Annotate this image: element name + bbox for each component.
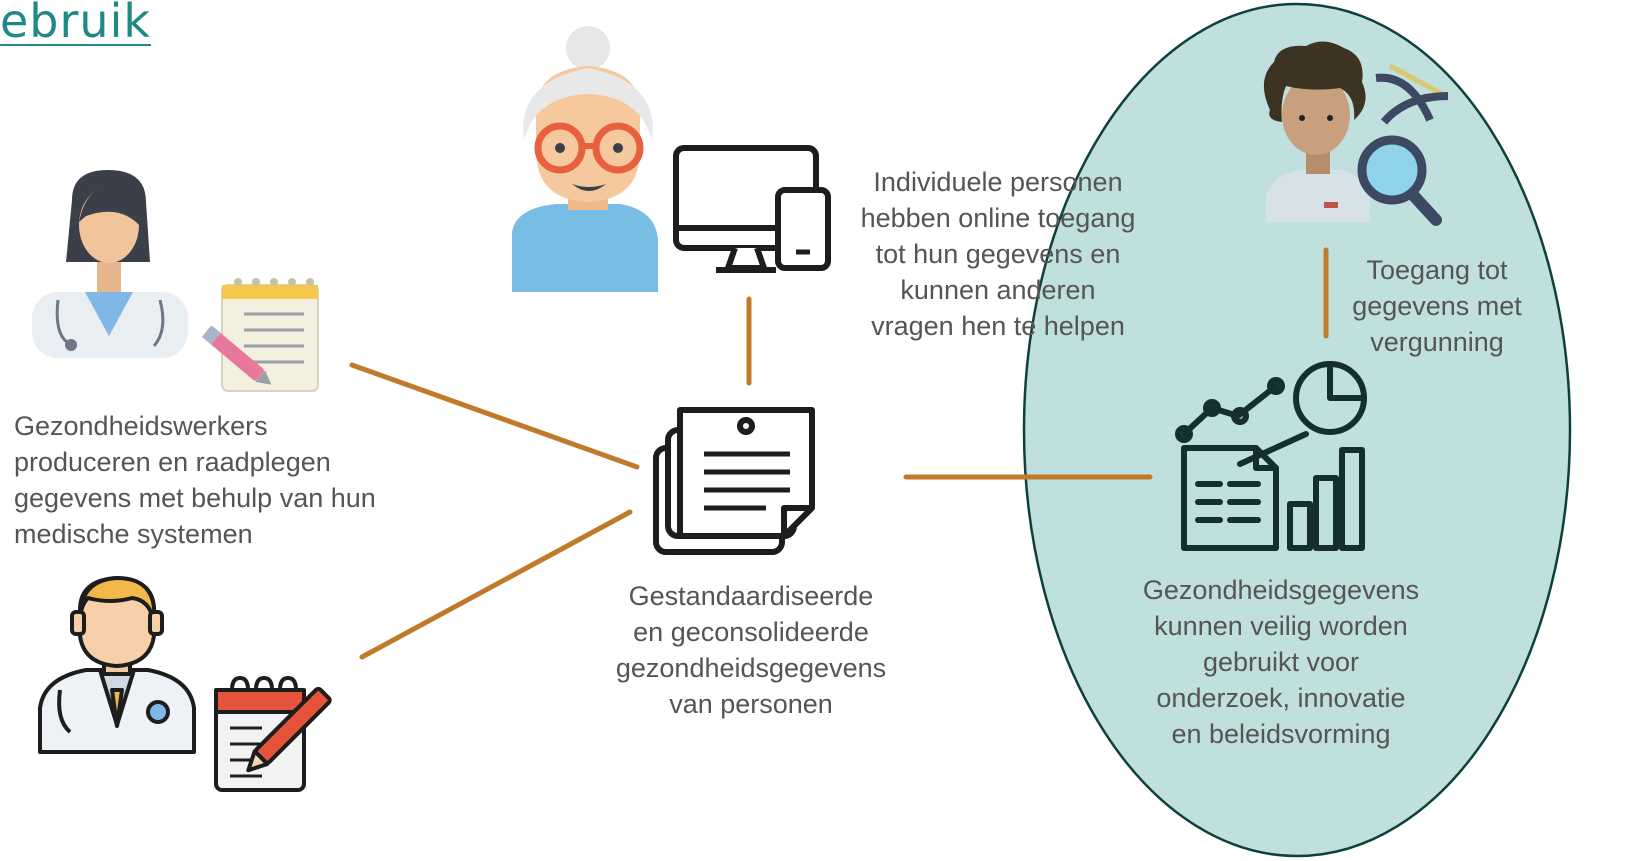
standardized-data-label-line: gezondheidsgegevens: [615, 653, 887, 683]
standardized-data-label: Gestandaardiseerde en geconsolideerde ge…: [586, 578, 916, 722]
individuals-label-line: Individuele personen: [873, 167, 1123, 197]
secondary-use-label-line: kunnen veilig worden: [1154, 611, 1408, 641]
devices-icon: [673, 145, 831, 273]
connector-doctor-to-data: [359, 509, 633, 660]
health-workers-label-line: gegevens met behulp van hun: [14, 483, 376, 513]
secondary-use-label-line: onderzoek, innovatie: [1156, 683, 1406, 713]
health-workers-label-line: Gezondheidswerkers: [14, 411, 268, 441]
researcher-access-label-line: Toegang tot: [1366, 255, 1508, 285]
health-workers-label: Gezondheidswerkers produceren en raadple…: [14, 408, 376, 552]
individuals-label-line: hebben online toegang: [860, 203, 1136, 233]
dna-icon: [1375, 63, 1449, 125]
notepad-icon: [201, 278, 319, 392]
researcher-access-label-line: vergunning: [1370, 327, 1504, 357]
individuals-label-line: kunnen anderen: [900, 275, 1096, 305]
secondary-use-label-line: gebruikt voor: [1202, 647, 1360, 677]
connectors: [349, 247, 1329, 660]
standardized-data-label-line: Gestandaardiseerde: [628, 581, 874, 611]
individuals-label-line: vragen hen te helpen: [871, 311, 1125, 341]
standardized-data-label-line: van personen: [669, 689, 833, 719]
male-doctor-icon: [38, 576, 196, 754]
individuals-label-line: tot hun gegevens en: [875, 239, 1121, 269]
secondary-use-label-line: Gezondheidsgegevens: [1142, 575, 1420, 605]
individuals-label: Individuele personen hebben online toega…: [836, 164, 1160, 344]
page-title-link[interactable]: ebruik: [0, 0, 151, 48]
documents-icon: [653, 407, 815, 555]
standardized-data-label-line: en geconsolideerde: [633, 617, 869, 647]
connector-health-workers-to-data: [349, 362, 640, 470]
health-workers-label-line: produceren en raadplegen: [14, 447, 331, 477]
researcher-access-label-line: gegevens met: [1352, 291, 1522, 321]
elderly-woman-icon: [512, 26, 658, 292]
secondary-use-label-line: en beleidsvorming: [1171, 719, 1391, 749]
secondary-use-label: Gezondheidsgegevens kunnen veilig worden…: [1100, 572, 1462, 752]
health-workers-label-line: medische systemen: [14, 519, 253, 549]
female-doctor-icon: [32, 170, 188, 358]
researcher-access-label: Toegang tot gegevens met vergunning: [1330, 252, 1544, 360]
researcher-icon: [1263, 41, 1370, 222]
magnifier-icon: [1357, 135, 1442, 226]
analytics-icon: [1175, 361, 1367, 551]
clipboard-pen-icon: [214, 676, 332, 792]
